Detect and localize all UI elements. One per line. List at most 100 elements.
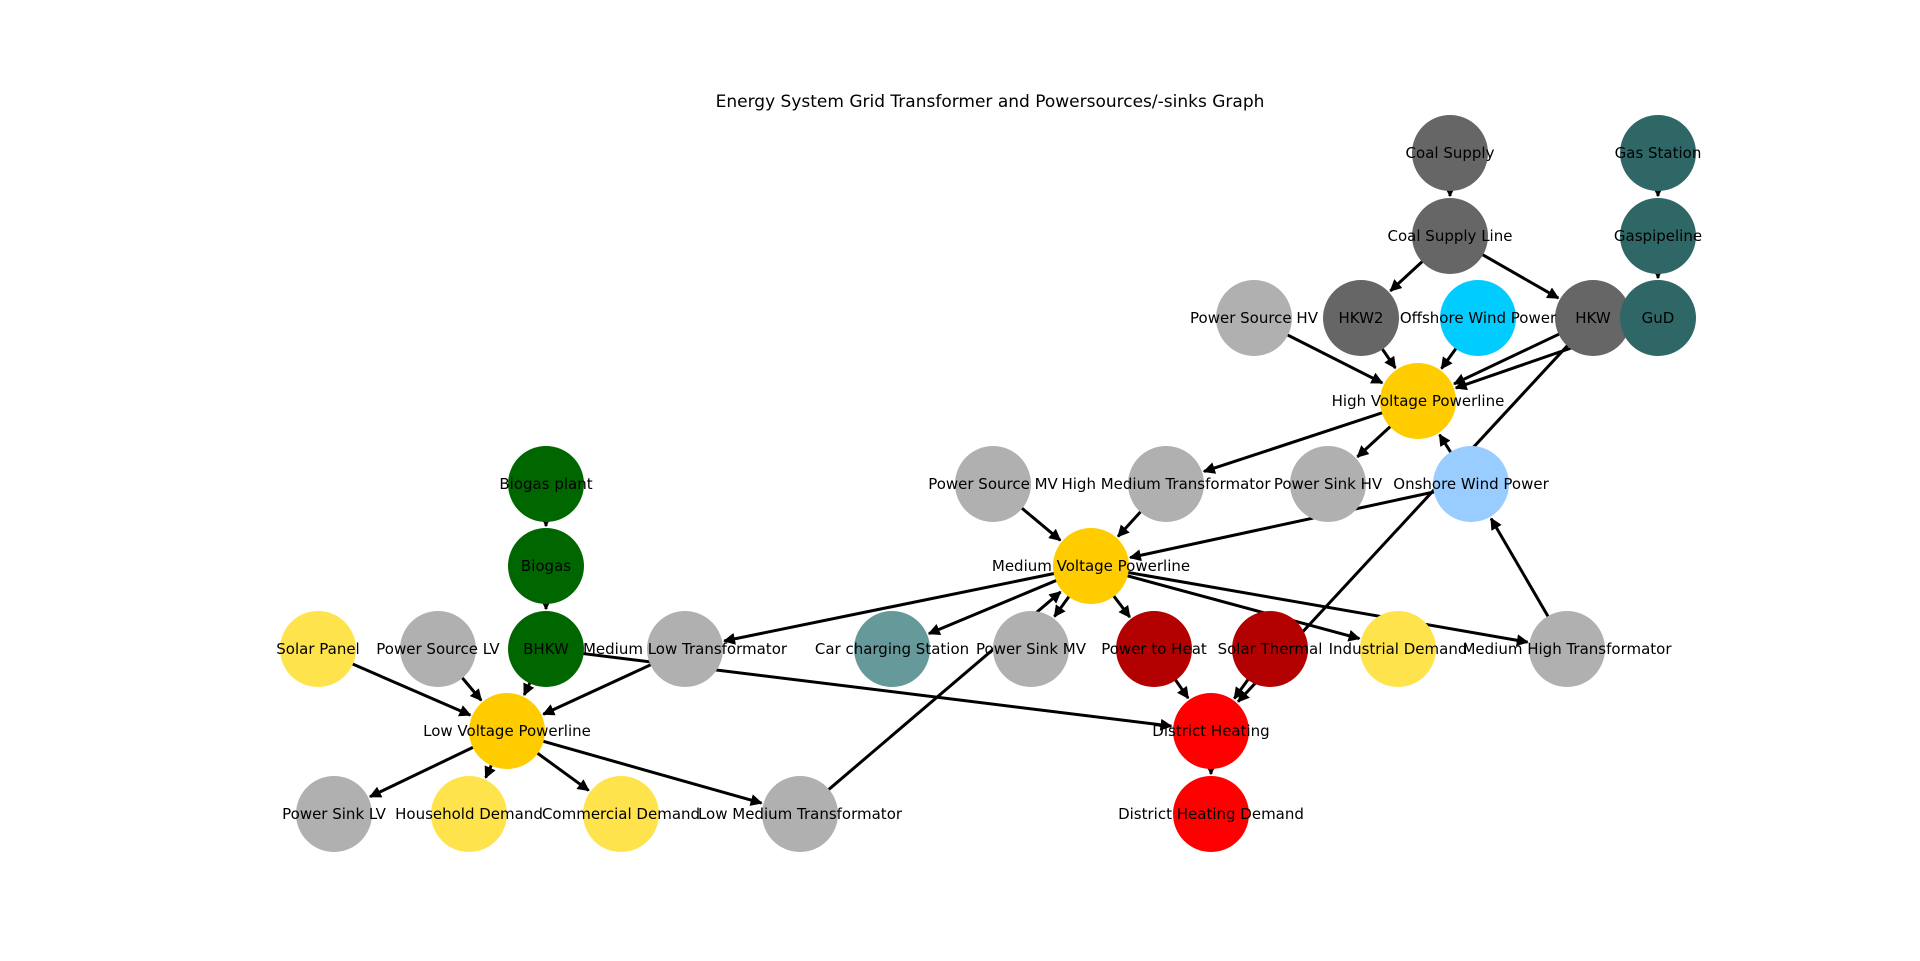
node-circle-gaspipeline	[1620, 198, 1696, 274]
node-solar-thermal	[1232, 611, 1308, 687]
node-label-power-sink-lv: Power Sink LV	[282, 805, 386, 823]
node-label-medium-low-transformator: Medium Low Transformator	[583, 640, 788, 658]
node-circle-high-voltage-powerline	[1380, 363, 1456, 439]
node-circle-household-demand	[431, 776, 507, 852]
node-circle-medium-low-transformator	[647, 611, 723, 687]
node-label-medium-voltage-powerline: Medium Voltage Powerline	[992, 557, 1190, 575]
node-offshore-wind-power	[1440, 280, 1516, 356]
node-label-gaspipeline: Gaspipeline	[1614, 227, 1702, 245]
node-label-low-medium-transformator: Low Medium Transformator	[698, 805, 903, 823]
node-power-source-mv	[955, 446, 1031, 522]
node-label-gas-station: Gas Station	[1615, 144, 1702, 162]
node-circle-power-source-mv	[955, 446, 1031, 522]
node-circle-offshore-wind-power	[1440, 280, 1516, 356]
node-circle-commercial-demand	[583, 776, 659, 852]
node-power-to-heat	[1116, 611, 1192, 687]
node-circle-biogas-plant	[508, 446, 584, 522]
node-label-district-heating-demand: District Heating Demand	[1118, 805, 1304, 823]
node-gas-station	[1620, 115, 1696, 191]
edge-high-voltage-powerline-to-high-medium-transformator	[1202, 401, 1414, 474]
node-circle-medium-voltage-powerline	[1053, 528, 1129, 604]
node-coal-supply-line	[1412, 198, 1488, 274]
node-circle-power-sink-lv	[296, 776, 372, 852]
node-commercial-demand	[583, 776, 659, 852]
node-biogas-plant	[508, 446, 584, 522]
graph-title: Energy System Grid Transformer and Power…	[716, 92, 1265, 112]
node-district-heating	[1173, 693, 1249, 769]
node-label-power-sink-mv: Power Sink MV	[976, 640, 1087, 658]
node-label-commercial-demand: Commercial Demand	[542, 805, 700, 823]
edge-medium-voltage-powerline-to-medium-low-transformator	[723, 565, 1086, 645]
node-circle-power-to-heat	[1116, 611, 1192, 687]
node-hkw	[1555, 280, 1631, 356]
node-circle-power-source-hv	[1216, 280, 1292, 356]
node-circle-hkw	[1555, 280, 1631, 356]
node-circle-high-medium-transformator	[1128, 446, 1204, 522]
edge-onshore-wind-power-to-medium-voltage-powerline	[1128, 483, 1466, 562]
node-label-solar-thermal: Solar Thermal	[1218, 640, 1323, 658]
node-label-high-voltage-powerline: High Voltage Powerline	[1332, 392, 1505, 410]
node-bhkw	[508, 611, 584, 687]
node-circle-industrial-demand	[1360, 611, 1436, 687]
node-circle-biogas	[508, 528, 584, 604]
node-household-demand	[431, 776, 507, 852]
node-medium-high-transformator	[1529, 611, 1605, 687]
node-circle-low-medium-transformator	[762, 776, 838, 852]
node-circle-gud	[1620, 280, 1696, 356]
node-label-hkw: HKW	[1575, 309, 1611, 327]
node-label-hkw2: HKW2	[1339, 309, 1384, 327]
node-medium-low-transformator	[647, 611, 723, 687]
node-gud	[1620, 280, 1696, 356]
node-power-source-hv	[1216, 280, 1292, 356]
node-circle-power-sink-mv	[993, 611, 1069, 687]
node-label-power-source-mv: Power Source MV	[928, 475, 1058, 493]
node-circle-power-source-lv	[400, 611, 476, 687]
node-label-bhkw: BHKW	[523, 640, 569, 658]
node-industrial-demand	[1360, 611, 1436, 687]
node-solar-panel	[280, 611, 356, 687]
node-label-offshore-wind-power: Offshore Wind Power	[1400, 309, 1557, 327]
node-label-power-sink-hv: Power Sink HV	[1274, 475, 1383, 493]
node-low-medium-transformator	[762, 776, 838, 852]
node-circle-solar-thermal	[1232, 611, 1308, 687]
node-label-power-to-heat: Power to Heat	[1101, 640, 1207, 658]
node-onshore-wind-power	[1433, 446, 1509, 522]
node-circle-low-voltage-powerline	[469, 693, 545, 769]
node-label-power-source-hv: Power Source HV	[1190, 309, 1319, 327]
node-label-solar-panel: Solar Panel	[276, 640, 359, 658]
node-circle-onshore-wind-power	[1433, 446, 1509, 522]
node-label-low-voltage-powerline: Low Voltage Powerline	[423, 722, 591, 740]
node-circle-solar-panel	[280, 611, 356, 687]
node-label-biogas: Biogas	[521, 557, 571, 575]
node-label-power-source-lv: Power Source LV	[376, 640, 500, 658]
node-label-high-medium-transformator: High Medium Transformator	[1061, 475, 1271, 493]
node-low-voltage-powerline	[469, 693, 545, 769]
node-high-medium-transformator	[1128, 446, 1204, 522]
node-power-source-lv	[400, 611, 476, 687]
node-circle-medium-high-transformator	[1529, 611, 1605, 687]
node-label-household-demand: Household Demand	[395, 805, 543, 823]
node-circle-district-heating	[1173, 693, 1249, 769]
edge-medium-voltage-powerline-to-industrial-demand	[1096, 566, 1361, 642]
node-circle-coal-supply	[1412, 115, 1488, 191]
node-label-car-charging-station: Car charging Station	[815, 640, 969, 658]
node-power-sink-mv	[993, 611, 1069, 687]
node-gaspipeline	[1620, 198, 1696, 274]
node-label-gud: GuD	[1642, 309, 1675, 327]
node-label-district-heating: District Heating	[1152, 722, 1269, 740]
node-district-heating-demand	[1173, 776, 1249, 852]
node-circle-car-charging-station	[854, 611, 930, 687]
edge-medium-voltage-powerline-to-medium-high-transformator	[1096, 565, 1529, 647]
node-circle-district-heating-demand	[1173, 776, 1249, 852]
node-label-coal-supply-line: Coal Supply Line	[1388, 227, 1513, 245]
node-label-medium-high-transformator: Medium High Transformator	[1462, 640, 1672, 658]
node-circle-hkw2	[1323, 280, 1399, 356]
node-circle-gas-station	[1620, 115, 1696, 191]
edge-low-voltage-powerline-to-low-medium-transformator	[512, 731, 763, 806]
node-car-charging-station	[854, 611, 930, 687]
node-label-industrial-demand: Industrial Demand	[1329, 640, 1468, 658]
node-label-onshore-wind-power: Onshore Wind Power	[1393, 475, 1549, 493]
node-power-sink-hv	[1290, 446, 1366, 522]
